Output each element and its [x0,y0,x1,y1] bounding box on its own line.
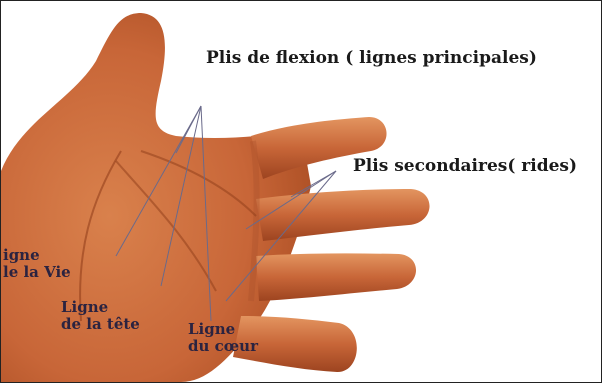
head-line-label: Ligne de la tête [61,299,140,334]
heart-line-label: Ligne du cœur [188,321,258,356]
head-line-label-line1: Ligne [61,299,140,316]
heart-line-label-line2: du cœur [188,338,258,355]
life-line-label-line2: le la Vie [3,264,71,281]
secondary-creases-title: Plis secondaires( rides) [353,157,577,177]
life-line-label-line1: igne [3,247,71,264]
life-line-label: igne le la Vie [3,247,71,282]
flexion-creases-title: Plis de flexion ( lignes principales) [206,49,537,69]
ring-finger [256,253,416,301]
head-line-label-line2: de la tête [61,316,140,333]
middle-finger [256,189,430,241]
heart-line-label-line1: Ligne [188,321,258,338]
